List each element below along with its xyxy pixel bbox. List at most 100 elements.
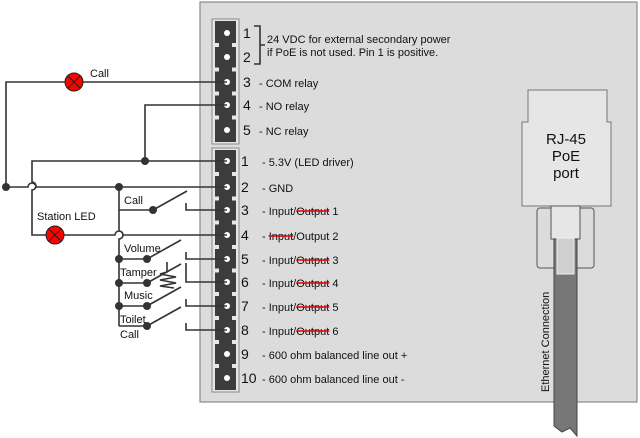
connector-notch — [215, 268, 219, 273]
switch-label-call: Call — [124, 195, 143, 207]
connector-notch — [215, 43, 219, 47]
lower-pin-label: - Input/Output 4 — [262, 278, 338, 290]
connector-notch — [232, 292, 236, 296]
lower-pin-number: 10 — [241, 370, 257, 386]
lower-pin-number: 3 — [241, 202, 249, 218]
switch-pivot — [143, 255, 151, 263]
tamper-spring-icon — [159, 262, 177, 289]
upper-pin-label: - NO relay — [259, 101, 310, 113]
lower-pin-number: 1 — [241, 153, 249, 169]
struck-text: Input — [269, 231, 293, 243]
station-led-icon — [45, 225, 65, 245]
switch-pivot — [143, 322, 151, 330]
connector-notch — [215, 91, 219, 96]
lower-pin-label: - Input/Output 6 — [262, 326, 338, 338]
connector-notch — [215, 340, 219, 344]
connector-notch — [232, 364, 236, 368]
switch-label-call-2: Call — [120, 329, 139, 341]
switch-volume — [143, 239, 227, 263]
ethernet-cable: Ethernet Connection — [540, 237, 578, 438]
connector-notch — [215, 67, 219, 72]
lower-pin-label: - 5.3V (LED driver) — [262, 157, 354, 169]
external-wiring — [5, 81, 227, 327]
rj45-line2: PoE — [552, 148, 580, 165]
connector-notch — [215, 316, 219, 320]
connector-notch — [232, 91, 236, 96]
upper-pin-number: 1 — [243, 25, 251, 41]
connector-notch — [215, 292, 219, 296]
switch-pivot — [143, 302, 151, 310]
pin-hole — [224, 30, 230, 36]
ethernet-cable-label: Ethernet Connection — [540, 292, 552, 392]
struck-text: Output — [296, 302, 329, 314]
lower-pin-label: - Input/Output 1 — [262, 206, 338, 218]
pin-hole — [224, 351, 230, 357]
switch-lever — [146, 239, 182, 260]
switch-call — [149, 190, 227, 214]
power-note-line2: if PoE is not used. Pin 1 is positive. — [267, 47, 438, 59]
switch-contact — [185, 263, 227, 283]
station-led-label: Station LED — [37, 211, 96, 223]
connector-notch — [215, 172, 219, 176]
lower-pin-number: 4 — [241, 227, 249, 243]
upper-pin-number: 5 — [243, 122, 251, 138]
lower-pin-label: - Input/Output 2 — [262, 231, 338, 243]
switch-contact — [185, 299, 227, 307]
lower-pin-label: - 600 ohm balanced line out - — [262, 374, 405, 386]
call-lamp-label: Call — [90, 68, 109, 80]
upper-pin-number: 3 — [243, 74, 251, 90]
connector-notch — [232, 316, 236, 320]
call-lamp-icon — [64, 72, 84, 92]
struck-text: Output — [296, 206, 329, 218]
switch-label-tamper: Tamper — [120, 267, 157, 279]
junction-dot — [2, 183, 10, 191]
connector-notch — [215, 220, 219, 225]
upper-pin-number: 4 — [243, 97, 251, 113]
connector-notch — [215, 364, 219, 368]
switch-pivot — [149, 206, 157, 214]
lower-pin-label: - 600 ohm balanced line out + — [262, 350, 407, 362]
switch-lever — [146, 286, 182, 307]
junction-dot — [115, 183, 123, 191]
junction-dot — [115, 279, 123, 287]
connector-notch — [232, 67, 236, 72]
connector-notch — [232, 220, 236, 225]
junction-dot — [141, 157, 149, 165]
connector-notch — [232, 196, 236, 201]
connector-notch — [232, 268, 236, 273]
switch-contact — [185, 203, 227, 211]
connector-notch — [215, 196, 219, 201]
switch-label-music: Music — [124, 290, 153, 302]
switch-contact — [185, 252, 227, 260]
rj45-line3: port — [553, 165, 580, 182]
lower-pin-label: - Input/Output 3 — [262, 255, 338, 267]
power-note-line1: 24 VDC for external secondary power — [267, 34, 451, 46]
switch-label-volume: Volume — [124, 243, 161, 255]
pin-hole — [224, 127, 230, 133]
switch-contact — [185, 323, 227, 331]
pin-hole — [224, 375, 230, 381]
pin-hole — [224, 54, 230, 60]
switch-music — [143, 286, 227, 310]
upper-pin-number: 2 — [243, 49, 251, 65]
connector-notch — [232, 43, 236, 47]
lower-pin-number: 7 — [241, 298, 249, 314]
power-bracket — [254, 25, 265, 65]
upper-pin-label: - NC relay — [259, 126, 309, 138]
junction-dot — [115, 302, 123, 310]
switch-lever — [146, 306, 182, 327]
rj45-port: RJ-45 PoE port — [521, 89, 612, 269]
connector-notch — [215, 115, 219, 120]
switch-lever — [152, 190, 188, 211]
switch-pivot — [143, 279, 151, 287]
lower-pin-label: - Input/Output 5 — [262, 302, 338, 314]
connector-notch — [232, 245, 236, 249]
switch-toilet-call — [143, 306, 227, 331]
struck-text: Output — [296, 326, 329, 338]
upper-pin-label: - COM relay — [259, 78, 319, 90]
lower-pin-number: 8 — [241, 322, 249, 338]
struck-text: Output — [296, 278, 329, 290]
connector-notch — [232, 172, 236, 176]
connector-notch — [215, 245, 219, 249]
